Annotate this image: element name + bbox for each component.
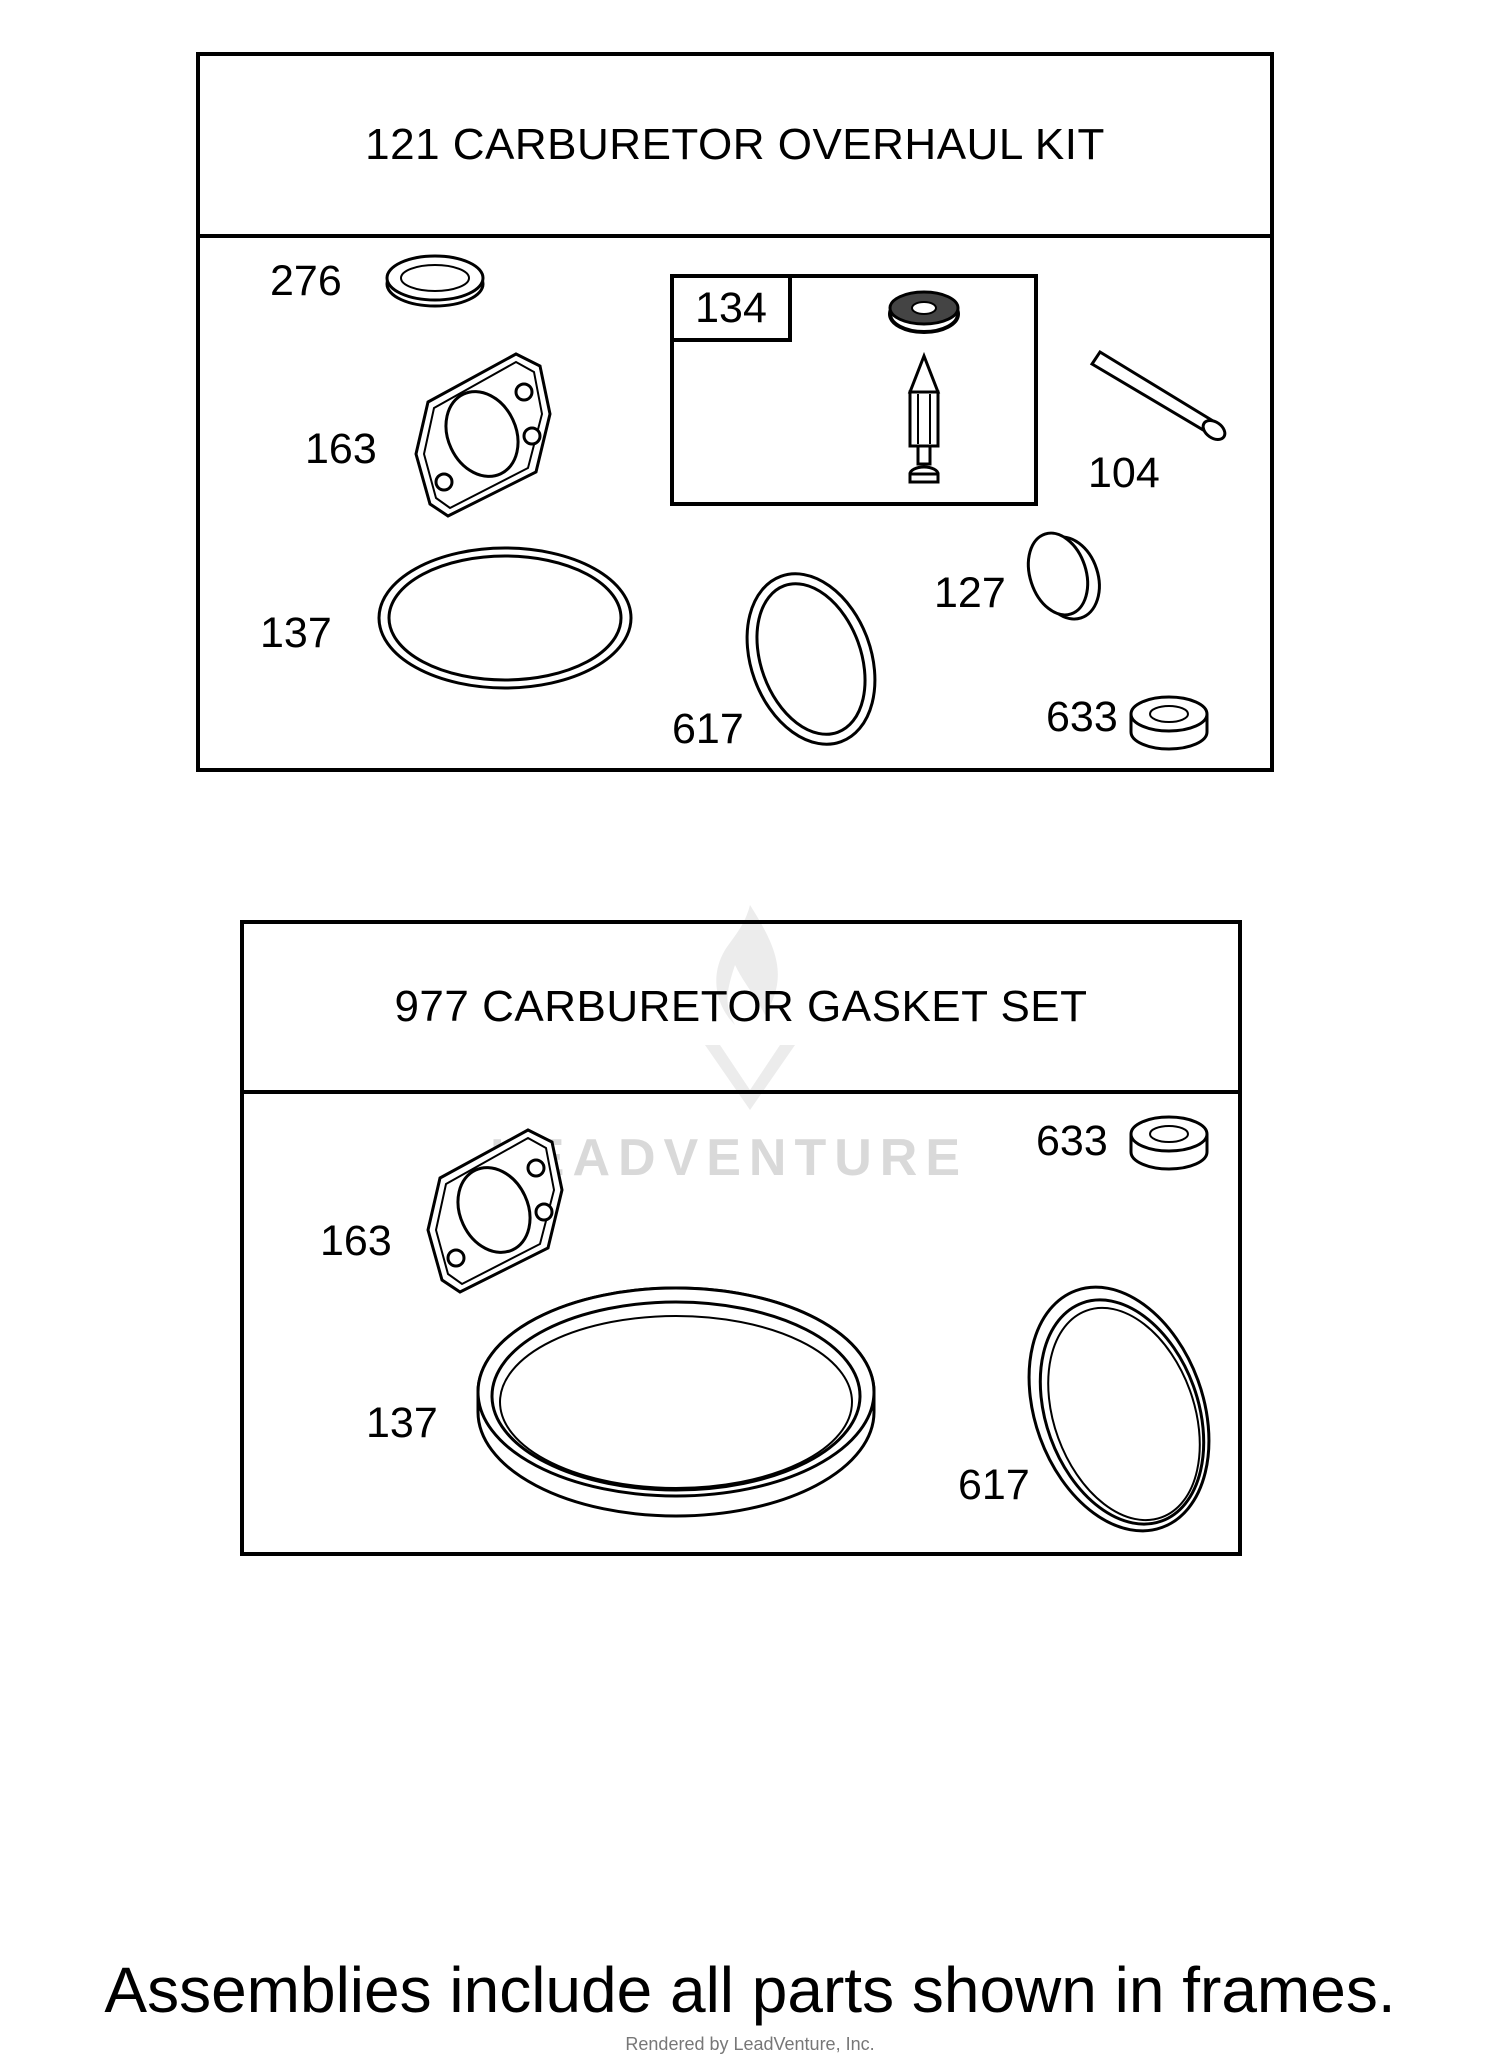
plug-127-part[interactable] bbox=[1018, 526, 1108, 626]
callout-617-set[interactable]: 617 bbox=[958, 1461, 1030, 1509]
callout-137[interactable]: 137 bbox=[260, 609, 332, 657]
overhaul-kit-header: 121 CARBURETOR OVERHAUL KIT bbox=[200, 56, 1270, 238]
washer-633-part[interactable] bbox=[1124, 690, 1214, 756]
overhaul-kit-title: 121 CARBURETOR OVERHAUL KIT bbox=[365, 120, 1105, 169]
inlet-needle-subframe: 134 bbox=[670, 274, 1038, 506]
callout-163[interactable]: 163 bbox=[305, 425, 377, 473]
gasket-163-part[interactable] bbox=[408, 344, 558, 524]
callout-137-set[interactable]: 137 bbox=[366, 1399, 438, 1447]
gasket-set-header: 977 CARBURETOR GASKET SET bbox=[244, 924, 1238, 1094]
leadventure-logo-watermark bbox=[705, 905, 795, 1110]
callout-134[interactable]: 134 bbox=[674, 278, 792, 342]
callout-134-label: 134 bbox=[695, 283, 767, 332]
ring-617-part[interactable] bbox=[736, 564, 886, 754]
o-ring-137-part[interactable] bbox=[370, 538, 640, 698]
gasket-set-title: 977 CARBURETOR GASKET SET bbox=[394, 982, 1088, 1031]
washer-633-set-part[interactable] bbox=[1124, 1110, 1214, 1176]
render-credit: Rendered by LeadVenture, Inc. bbox=[625, 2034, 875, 2054]
callout-633[interactable]: 633 bbox=[1046, 693, 1118, 741]
callout-127[interactable]: 127 bbox=[934, 569, 1006, 617]
inlet-needle-part[interactable] bbox=[896, 351, 952, 492]
callout-617[interactable]: 617 bbox=[672, 705, 744, 753]
ring-617-set-part[interactable] bbox=[1014, 1274, 1224, 1544]
callout-163-set[interactable]: 163 bbox=[320, 1217, 392, 1265]
washer-276-part[interactable] bbox=[380, 250, 490, 314]
callout-104[interactable]: 104 bbox=[1088, 449, 1160, 497]
needle-seat-part[interactable] bbox=[884, 286, 964, 342]
overhaul-kit-frame: 121 CARBURETOR OVERHAUL KIT 276 163 104 … bbox=[196, 52, 1274, 772]
pin-104-part[interactable] bbox=[1082, 348, 1232, 458]
callout-633-set[interactable]: 633 bbox=[1036, 1117, 1108, 1165]
o-ring-137-set-part[interactable] bbox=[466, 1280, 886, 1530]
gasket-163-set-part[interactable] bbox=[420, 1120, 570, 1300]
leadventure-watermark: LEADVENTURE bbox=[490, 1129, 969, 1187]
callout-276[interactable]: 276 bbox=[270, 257, 342, 305]
gasket-set-frame: 977 CARBURETOR GASKET SET 633 163 137 61… bbox=[240, 920, 1242, 1556]
assembly-note: Assemblies include all parts shown in fr… bbox=[104, 1954, 1396, 2026]
